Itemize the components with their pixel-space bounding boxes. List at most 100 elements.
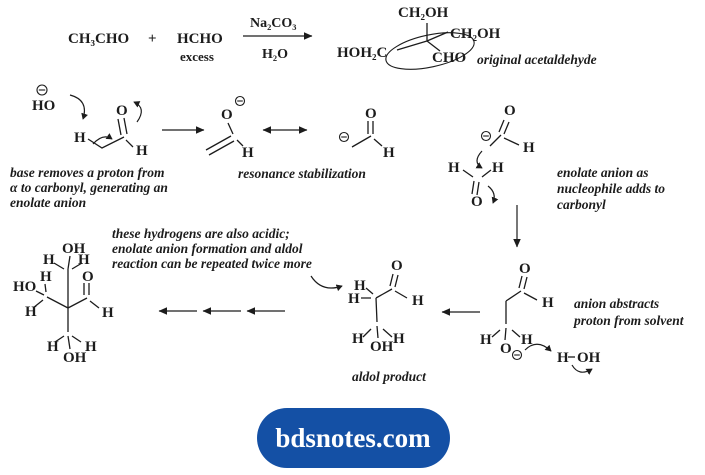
curved-arrow-to-acidic-h (310, 275, 343, 292)
annotation-line: these hydrogens are also acidic; (112, 226, 290, 241)
excess-note: excess (180, 49, 214, 64)
annotation-line: enolate anion as (557, 165, 649, 180)
hoh2c-left: HOH₂C (337, 45, 387, 61)
acetaldehyde-structure: H O H (74, 101, 148, 159)
minus-charge-icon (36, 84, 48, 96)
atom-o: O (519, 261, 531, 277)
atom-o: O (116, 103, 128, 119)
atom-ho: HO (32, 98, 55, 114)
minus-charge-icon (511, 349, 523, 361)
atom-h: H (43, 252, 55, 268)
atom-o: O (82, 269, 94, 285)
minus-charge-icon (338, 131, 350, 143)
alkoxide-structure: O H H H O (480, 261, 554, 361)
watermark-text: bdsnotes.com (275, 423, 431, 453)
annotation-line: proton from solvent (573, 313, 685, 328)
annotation-line: base removes a proton from (10, 165, 165, 180)
resonance-annotation: resonance stabilization (238, 166, 366, 181)
annotation-line: enolate anion formation and aldol (112, 241, 303, 256)
bonds (491, 275, 538, 341)
bonds (396, 23, 449, 52)
curved-arrow (487, 185, 499, 204)
bonds (489, 119, 520, 147)
formaldehyde-structure: H H O (448, 160, 504, 210)
curved-arrow (524, 343, 552, 352)
curved-arrow (571, 364, 593, 375)
watermark-background (257, 408, 450, 468)
ch2oh-top: CH₂OH (398, 5, 449, 21)
cho-group: CHO (432, 50, 466, 66)
annotation-line: anion abstracts (574, 296, 659, 311)
atom-h: H (242, 145, 254, 161)
atom-h: H (521, 332, 533, 348)
reaction-equation: CH₃CHO + HCHO excess Na₂CO₃ H₂O (68, 16, 313, 64)
atom-o: O (500, 341, 512, 357)
minus-charge-icon (234, 95, 246, 107)
atom-h: H (412, 293, 424, 309)
reactant-hcho: HCHO (177, 31, 223, 47)
aldol-product-structure: O H H H H H OH aldol product (348, 258, 427, 384)
atom-o: O (471, 194, 483, 210)
ch2oh-right: CH₂OH (450, 26, 501, 42)
reagent-na2co3: Na₂CO₃ (250, 16, 297, 31)
atom-h: H (480, 332, 492, 348)
acidic-annotation: these hydrogens are also acidic; enolate… (112, 226, 312, 271)
atom-h: H (102, 305, 114, 321)
reagent-h2o: H₂O (262, 47, 288, 62)
bonds (205, 122, 244, 156)
atom-oh: OH (370, 339, 394, 355)
annotation-line: reaction can be repeated twice more (112, 256, 312, 271)
watermark-pill: bdsnotes.com (257, 408, 450, 468)
atom-oh: OH (62, 241, 86, 257)
atom-h: H (352, 331, 364, 347)
plus-sign: + (148, 31, 157, 47)
curved-arrow (475, 150, 483, 169)
atom-o: O (365, 106, 377, 122)
atom-h: H (25, 304, 37, 320)
annotation-line: carbonyl (557, 197, 606, 212)
water-molecule: H OH (557, 350, 601, 375)
carbanion-structure: O H (338, 106, 395, 161)
atom-h: H (383, 145, 395, 161)
atom-h: H (393, 331, 405, 347)
atom-h: H (40, 269, 52, 285)
curved-arrow (69, 94, 88, 120)
bonds (351, 121, 383, 148)
base-annotation: base removes a proton from α to carbonyl… (10, 165, 168, 210)
original-acetaldehyde-label: original acetaldehyde (477, 52, 597, 67)
atom-h: H (542, 295, 554, 311)
highlight-ellipse (385, 32, 475, 70)
enolate-nucleophile-structure: O H (475, 103, 535, 169)
pentaerythrose-structure: CH₂OH CH₂OH HOH₂C CHO original acetaldeh… (337, 5, 597, 70)
atom-o: O (504, 103, 516, 119)
curved-arrow (133, 101, 142, 123)
atom-h: H (523, 140, 535, 156)
atom-oh: OH (63, 350, 87, 366)
bonds (87, 117, 134, 149)
atom-h: H (136, 143, 148, 159)
curved-arrow (92, 133, 113, 145)
hydroxide-ion: HO (32, 84, 88, 120)
bonds (361, 273, 408, 339)
annotation-line: enolate anion (10, 195, 86, 210)
atom-oh: OH (577, 350, 601, 366)
atom-ho: HO (13, 279, 36, 295)
minus-charge-icon (480, 130, 492, 142)
atom-h: H (47, 339, 59, 355)
bonds (32, 255, 100, 350)
atom-h: H (348, 291, 360, 307)
final-product-structure: OH H H H HO H O H H H OH (13, 241, 114, 366)
annotation-line: nucleophile adds to (557, 181, 665, 196)
nucleophile-annotation: enolate anion as nucleophile adds to car… (557, 165, 665, 212)
atom-h: H (78, 252, 90, 268)
annotation-line: α to carbonyl, generating an (10, 180, 168, 195)
atom-h: H (557, 350, 569, 366)
atom-h: H (492, 160, 504, 176)
abstracts-annotation: anion abstracts proton from solvent (573, 296, 685, 328)
bonds (462, 169, 492, 196)
enolate-structure: O H (205, 95, 254, 161)
atom-h: H (448, 160, 460, 176)
atom-h: H (74, 130, 86, 146)
